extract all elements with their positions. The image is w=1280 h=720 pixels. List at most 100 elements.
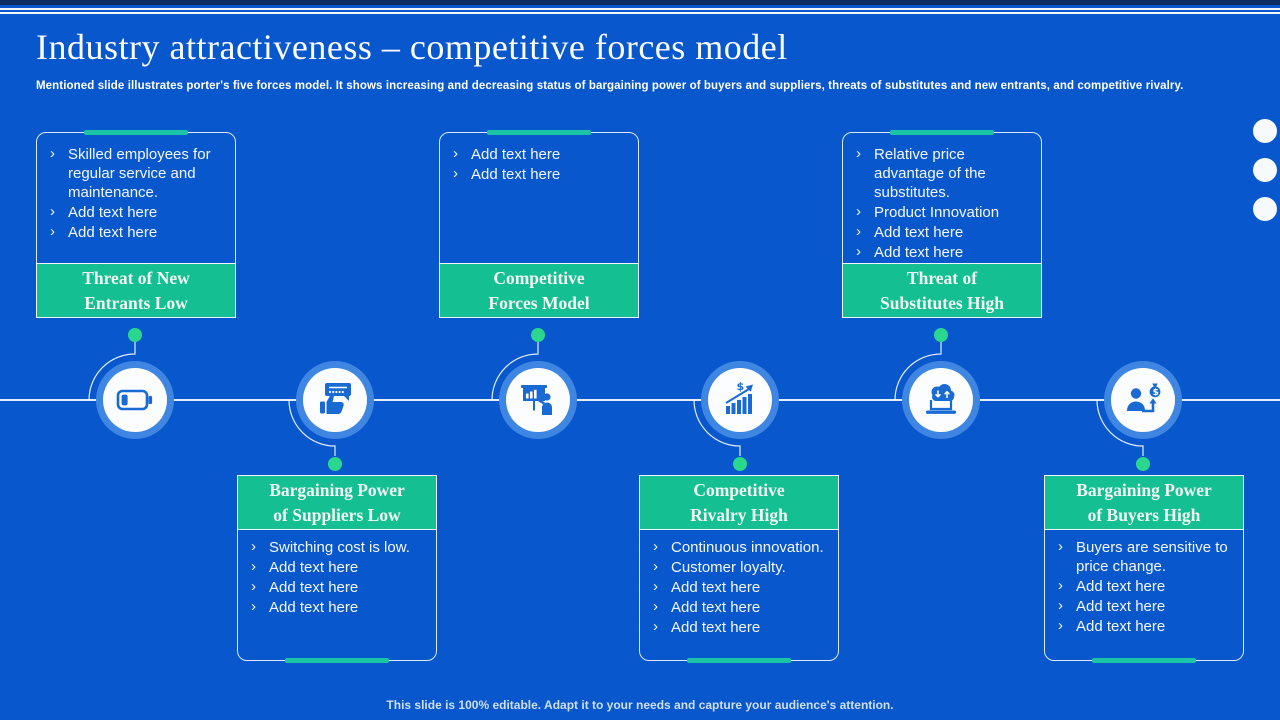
bullet-item: Add text here: [450, 164, 634, 184]
connector-top: [88, 328, 142, 401]
connector-top: [491, 328, 545, 401]
bullet-item: Add text here: [47, 202, 231, 222]
bullet-item: Relative price advantage of the substitu…: [853, 144, 1037, 202]
card-bullet-list: Switching cost is low. Add text here Add…: [248, 537, 432, 617]
card-title: Competitive Forces Model: [439, 263, 639, 318]
bullet-item: Continuous innovation.: [650, 537, 834, 557]
card-accent-tab: [487, 130, 591, 135]
bullet-item: Add text here: [248, 577, 432, 597]
icon-disc: $: [1111, 368, 1175, 432]
bullet-item: Add text here: [1055, 596, 1239, 616]
connector-dot: [328, 457, 342, 471]
force-card-buyers: Bargaining Power of Buyers High Buyers a…: [1044, 475, 1244, 663]
connector-dot: [128, 328, 142, 342]
svg-text:$: $: [1153, 388, 1159, 398]
card-accent-tab: [687, 658, 791, 663]
card-accent-tab: [285, 658, 389, 663]
top-divider-line: [0, 12, 1280, 14]
force-card-model: Add text here Add text here Competitive …: [439, 130, 639, 318]
card-title: Bargaining Power of Suppliers Low: [237, 475, 437, 530]
card-title-line: Bargaining Power: [1076, 480, 1212, 501]
icon-disc: [303, 368, 367, 432]
bullet-item: Add text here: [650, 577, 834, 597]
icon-disc: [103, 368, 167, 432]
card-bullet-list: Relative price advantage of the substitu…: [853, 144, 1037, 262]
connector-top: [894, 328, 948, 401]
center-axis-line: [0, 399, 1280, 401]
force-icon-circle: [499, 361, 577, 439]
bullet-item: Add text here: [650, 597, 834, 617]
card-title-line: Rivalry High: [690, 504, 788, 525]
cloud-laptop-sync-icon: [926, 384, 956, 414]
card-title-line: Threat of New: [82, 268, 190, 289]
page-title: Industry attractiveness – competitive fo…: [36, 27, 788, 67]
card-accent-tab: [84, 130, 188, 135]
thumbs-up-feedback-icon: [320, 383, 351, 414]
slide-nav-dot: [1253, 158, 1277, 182]
card-title-line: Entrants Low: [84, 292, 188, 313]
card-title: Competitive Rivalry High: [639, 475, 839, 530]
card-bullet-list: Buyers are sensitive to price change. Ad…: [1055, 537, 1239, 636]
bullet-item: Add text here: [248, 557, 432, 577]
connector-arc: [491, 342, 539, 401]
bullet-item: Add text here: [1055, 616, 1239, 636]
bullet-item: Add text here: [853, 222, 1037, 242]
slide-nav-dot: [1253, 119, 1277, 143]
connector-bottom: [693, 399, 747, 471]
top-divider-line: [0, 8, 1280, 10]
connector-arc: [88, 342, 136, 401]
slide-nav-dot: [1253, 197, 1277, 221]
bullet-item: Skilled employees for regular service an…: [47, 144, 231, 202]
bullet-item: Add text here: [450, 144, 634, 164]
card-title-line: Bargaining Power: [269, 480, 405, 501]
connector-dot: [934, 328, 948, 342]
slide-description: Mentioned slide illustrates porter's fiv…: [36, 80, 1184, 92]
force-icon-circle: [902, 361, 980, 439]
force-icon-circle: $: [1104, 361, 1182, 439]
force-card-substitutes: Relative price advantage of the substitu…: [842, 130, 1042, 318]
card-accent-tab: [890, 130, 994, 135]
force-icon-circle: [296, 361, 374, 439]
bullet-item: Add text here: [47, 222, 231, 242]
card-title-line: Competitive: [493, 268, 585, 289]
bullet-item: Add text here: [1055, 576, 1239, 596]
bullet-item: Product Innovation: [853, 202, 1037, 222]
card-bullet-list: Skilled employees for regular service an…: [47, 144, 231, 242]
svg-text:$: $: [737, 380, 745, 393]
card-title: Bargaining Power of Buyers High: [1044, 475, 1244, 530]
bullet-item: Add text here: [248, 597, 432, 617]
card-bullet-list: Continuous innovation. Customer loyalty.…: [650, 537, 834, 637]
card-title-line: Forces Model: [488, 292, 590, 313]
icon-disc: [909, 368, 973, 432]
card-title-line: Competitive: [693, 480, 785, 501]
card-title-line: of Buyers High: [1087, 504, 1201, 525]
connector-arc: [1096, 399, 1144, 456]
presentation-board-icon: [521, 385, 552, 415]
force-icon-circle: $: [701, 361, 779, 439]
card-title: Threat of New Entrants Low: [36, 263, 236, 318]
bullet-item: Switching cost is low.: [248, 537, 432, 557]
force-card-new-entrants: Skilled employees for regular service an…: [36, 130, 236, 318]
bullet-item: Customer loyalty.: [650, 557, 834, 577]
icon-disc: $: [708, 368, 772, 432]
top-navy-bar: [0, 0, 1280, 5]
editable-note: This slide is 100% editable. Adapt it to…: [386, 698, 894, 712]
connector-arc: [894, 342, 942, 401]
connector-dot: [733, 457, 747, 471]
connector-bottom: [1096, 399, 1150, 471]
growth-chart-dollar-icon: $: [725, 380, 753, 414]
force-icon-circle: [96, 361, 174, 439]
bullet-item: Add text here: [650, 617, 834, 637]
battery-low-icon: [116, 389, 153, 411]
buyer-money-rise-icon: $: [1127, 383, 1161, 413]
force-card-rivalry: Competitive Rivalry High Continuous inno…: [639, 475, 839, 663]
connector-arc: [693, 399, 741, 456]
card-title: Threat of Substitutes High: [842, 263, 1042, 318]
card-title-line: of Suppliers Low: [273, 504, 401, 525]
icon-disc: [506, 368, 570, 432]
card-title-line: Substitutes High: [880, 292, 1004, 313]
connector-bottom: [288, 399, 342, 471]
card-accent-tab: [1092, 658, 1196, 663]
connector-dot: [1136, 457, 1150, 471]
bullet-item: Add text here: [853, 242, 1037, 262]
